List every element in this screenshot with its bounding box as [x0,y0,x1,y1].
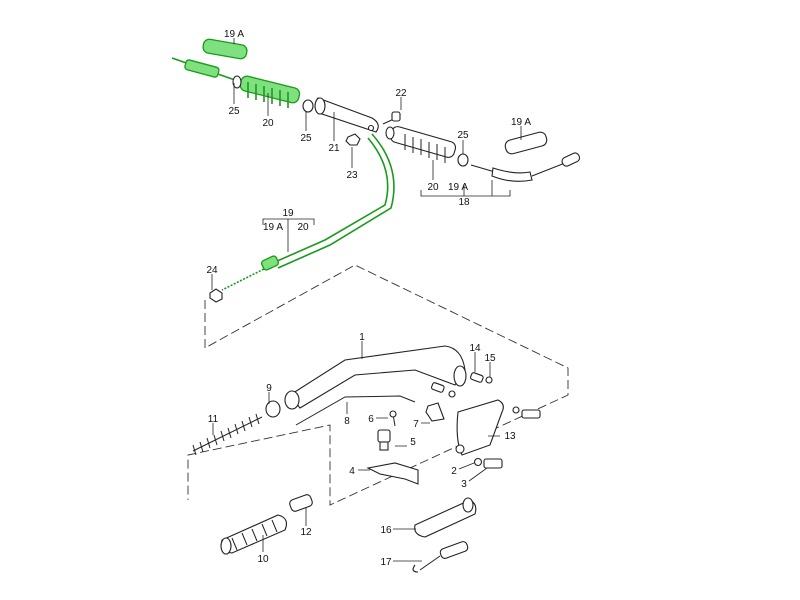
spring-17[interactable] [412,541,469,573]
label-25: 25 [228,106,240,117]
label-19a: 19 A [263,222,283,233]
label-1: 1 [359,332,365,343]
leader-lines [211,38,522,562]
label-23: 23 [346,170,358,181]
part-labels: 19 A 25 20 25 21 22 23 25 19 A 20 19 A 1… [206,29,531,568]
bracket-4[interactable] [366,462,419,485]
washer-2[interactable] [473,457,483,467]
clip-15[interactable] [485,376,493,384]
label-19a: 19 A [224,29,244,40]
pawl-7[interactable] [425,402,445,422]
label-12: 12 [300,527,312,538]
label-14: 14 [469,343,481,354]
hand-lever-1[interactable] [284,345,467,410]
nut-24[interactable] [209,288,223,303]
washer-25-mid[interactable] [302,99,314,113]
label-3: 3 [461,479,467,490]
grip-10[interactable] [220,514,287,555]
label-20: 20 [427,182,439,193]
label-6: 6 [368,414,374,425]
label-20: 20 [297,222,309,233]
screw-6[interactable] [389,410,397,427]
sleeve-12[interactable] [289,494,314,513]
label-17: 17 [380,557,392,568]
label-18: 18 [458,197,470,208]
label-10: 10 [257,554,269,565]
label-22: 22 [395,88,407,99]
label-19a: 19 A [511,117,531,128]
group-bracket-18 [420,180,511,197]
group-bracket-19 [262,218,315,252]
bolt-3[interactable] [483,458,503,469]
ratchet-segment-13[interactable] [455,399,504,456]
label-21: 21 [328,143,340,154]
label-15: 15 [484,353,496,364]
label-25: 25 [457,130,469,141]
nut-23[interactable] [345,133,361,146]
bolt-22[interactable] [382,111,401,125]
equalizer-21[interactable] [314,97,379,133]
washer-25-left[interactable] [232,75,242,89]
label-20: 20 [262,118,274,129]
label-19a: 19 A [448,182,468,193]
bracket-16[interactable] [414,497,477,538]
release-rod-8[interactable] [295,395,416,426]
label-25: 25 [300,133,312,144]
spring-20-left[interactable] [239,75,301,108]
cable-end-left[interactable] [171,57,236,81]
label-9: 9 [266,383,272,394]
sleeve-19a-top[interactable] [202,38,248,60]
label-11: 11 [208,414,219,425]
label-19: 19 [282,208,294,219]
label-2: 2 [451,466,457,477]
sleeve-19a-right[interactable] [504,131,548,155]
label-24: 24 [206,265,218,276]
label-5: 5 [410,437,416,448]
pin-14[interactable] [470,372,484,383]
label-16: 16 [380,525,392,536]
cable-18-right[interactable] [470,152,581,182]
assembly-boundary [187,264,569,506]
washer-25-right[interactable] [457,153,469,167]
spring-20-right[interactable] [385,125,457,163]
pin-lever[interactable] [431,382,456,398]
label-7: 7 [413,419,419,430]
label-8: 8 [344,416,350,427]
cable-19[interactable] [221,133,395,291]
label-4: 4 [349,466,355,477]
switch-5[interactable] [377,429,391,451]
bolt-13[interactable] [512,406,541,419]
spring-11[interactable] [192,413,263,456]
bush-9[interactable] [265,400,281,418]
label-13: 13 [504,431,516,442]
